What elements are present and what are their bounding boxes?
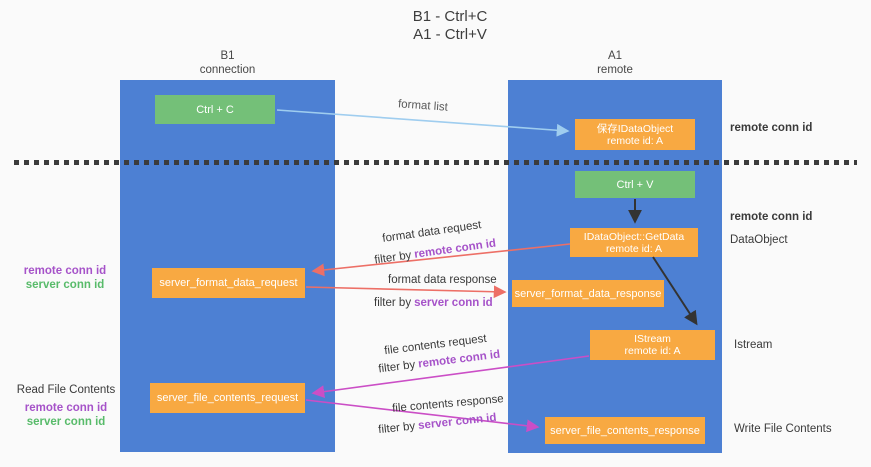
filter-by-text: filter by bbox=[377, 358, 416, 376]
node-save-idataobject-line2: remote id: A bbox=[606, 134, 664, 147]
arrow-format-data-response bbox=[305, 285, 507, 299]
node-ctrl-v-label: Ctrl + V bbox=[616, 178, 654, 191]
remote-conn-id-label: remote conn id bbox=[730, 122, 813, 134]
left-file-contents-stack: Read File Contents remote conn id server… bbox=[10, 383, 122, 429]
node-istream: IStream remote id: A bbox=[590, 330, 715, 360]
filter-by-text: filter by bbox=[377, 420, 416, 437]
remote-conn-id-highlight: remote conn id bbox=[417, 348, 501, 371]
write-file-contents-label: Write File Contents bbox=[734, 423, 832, 435]
title-line-1: B1 - Ctrl+C bbox=[412, 8, 488, 25]
diagram-title: B1 - Ctrl+C A1 - Ctrl+V bbox=[413, 8, 488, 44]
filter-by-text: filter by bbox=[373, 249, 413, 267]
title-line-2: A1 - Ctrl+V bbox=[413, 26, 487, 43]
read-file-contents-label: Read File Contents bbox=[16, 384, 116, 396]
node-server-file-contents-request: server_file_contents_request bbox=[150, 383, 305, 413]
node-ctrl-v: Ctrl + V bbox=[575, 171, 695, 198]
node-getdata-line1: IDataObject::GetData bbox=[583, 230, 685, 243]
right-column-role: remote bbox=[597, 64, 633, 76]
label-format-data-response: format data response bbox=[388, 274, 497, 286]
node-ctrl-c: Ctrl + C bbox=[155, 95, 275, 124]
server-conn-id-label: server conn id bbox=[26, 416, 106, 428]
phase-separator-dashed-line bbox=[14, 160, 857, 165]
left-column-header: B1 connection bbox=[120, 49, 335, 77]
node-server-format-data-request: server_format_data_request bbox=[152, 268, 305, 298]
node-idataobject-getdata: IDataObject::GetData remote id: A bbox=[570, 228, 698, 257]
node-file-request-label: server_file_contents_request bbox=[156, 392, 299, 404]
node-format-response-label: server_format_data_response bbox=[514, 287, 662, 300]
node-save-idataobject: 保存IDataObject remote id: A bbox=[575, 119, 695, 150]
remote-conn-id-label: remote conn id bbox=[23, 265, 107, 277]
node-format-request-label: server_format_data_request bbox=[159, 277, 298, 289]
right-column-name: A1 bbox=[607, 50, 623, 62]
node-file-response-label: server_file_contents_response bbox=[550, 424, 700, 437]
istream-label: Istream bbox=[734, 339, 773, 351]
node-ctrl-c-label: Ctrl + C bbox=[196, 103, 234, 116]
remote-conn-id-label: remote conn id bbox=[730, 211, 813, 223]
node-istream-line1: IStream bbox=[634, 333, 671, 345]
server-conn-id-highlight: server conn id bbox=[414, 297, 493, 309]
node-server-format-data-response: server_format_data_response bbox=[512, 280, 664, 307]
left-column-role: connection bbox=[199, 64, 256, 76]
left-conn-id-stack-1: remote conn id server conn id bbox=[14, 264, 116, 292]
remote-conn-id-label: remote conn id bbox=[24, 402, 108, 414]
node-server-file-contents-response: server_file_contents_response bbox=[545, 417, 705, 444]
label-file-contents-response: file contents response bbox=[391, 393, 505, 415]
node-getdata-line2: remote id: A bbox=[605, 242, 663, 255]
server-conn-id-highlight: server conn id bbox=[417, 411, 498, 432]
dataobject-label: DataObject bbox=[730, 234, 788, 246]
left-column-name: B1 bbox=[220, 50, 235, 62]
node-istream-line2: remote id: A bbox=[624, 345, 681, 357]
right-column-header: A1 remote bbox=[508, 49, 722, 77]
filter-by-text: filter by bbox=[374, 297, 412, 309]
label-format-list: format list bbox=[397, 98, 449, 114]
remote-conn-id-highlight: remote conn id bbox=[413, 237, 497, 261]
server-conn-id-label: server conn id bbox=[25, 279, 105, 291]
node-save-idataobject-line1: 保存IDataObject bbox=[596, 122, 674, 135]
